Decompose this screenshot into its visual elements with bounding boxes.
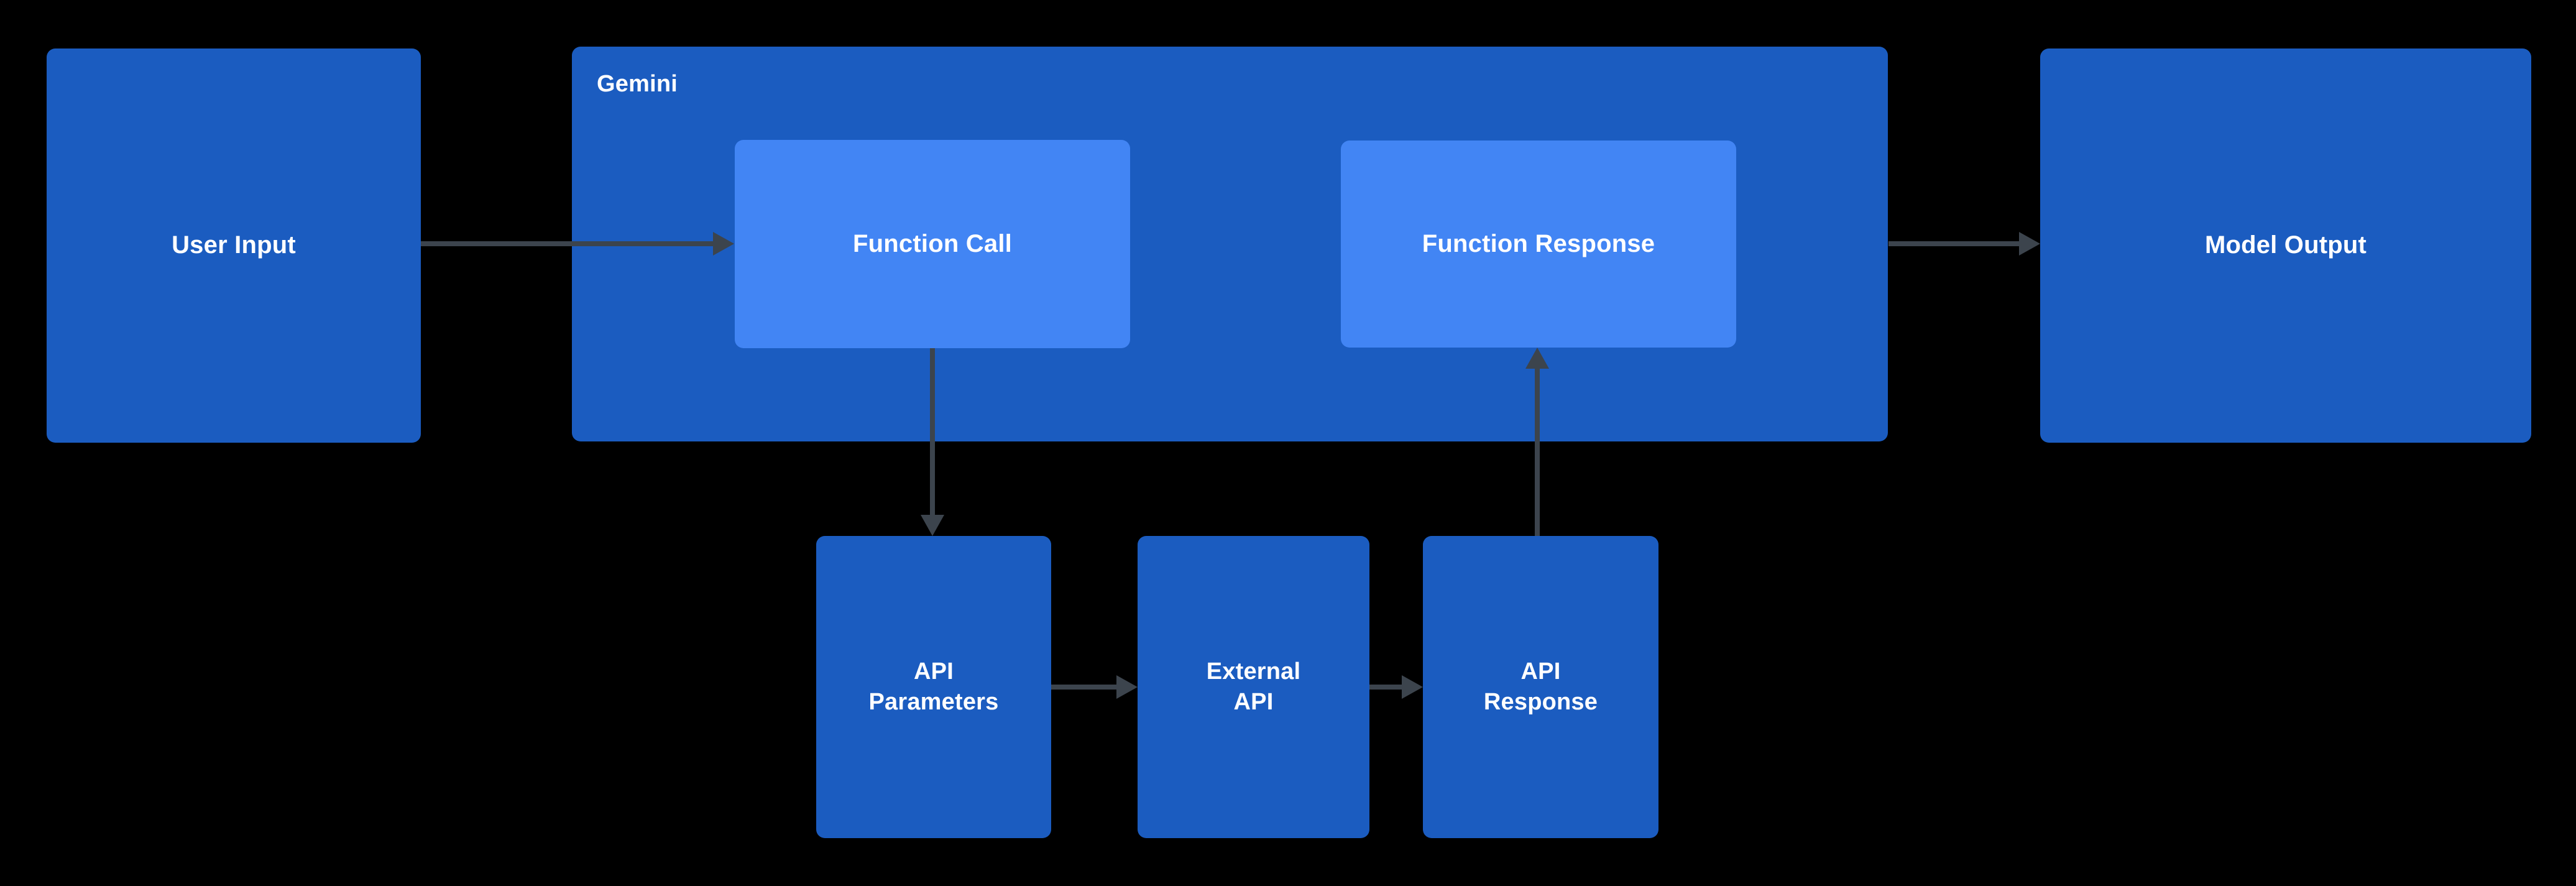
node-external-api[interactable]: External API	[1138, 536, 1369, 838]
edge-line	[421, 241, 713, 246]
edge-line	[1888, 241, 2019, 246]
node-function-response[interactable]: Function Response	[1341, 141, 1736, 348]
node-model-output[interactable]: Model Output	[2040, 48, 2531, 443]
edge-line	[1369, 685, 1402, 690]
node-function-call[interactable]: Function Call	[735, 140, 1130, 348]
edge-line	[1051, 685, 1116, 690]
arrowhead-right-icon	[713, 232, 734, 256]
arrowhead-right-icon	[1116, 675, 1138, 699]
node-api-response[interactable]: API Response	[1423, 536, 1658, 838]
gemini-group-label: Gemini	[597, 71, 678, 97]
edge-line	[1535, 369, 1540, 536]
edge-line	[930, 348, 935, 515]
arrowhead-right-icon	[1402, 675, 1423, 699]
node-api-parameters[interactable]: API Parameters	[816, 536, 1051, 838]
arrowhead-up-icon	[1525, 348, 1549, 369]
node-user-input[interactable]: User Input	[47, 48, 421, 443]
arrowhead-right-icon	[2019, 232, 2040, 256]
arrowhead-down-icon	[921, 515, 944, 536]
